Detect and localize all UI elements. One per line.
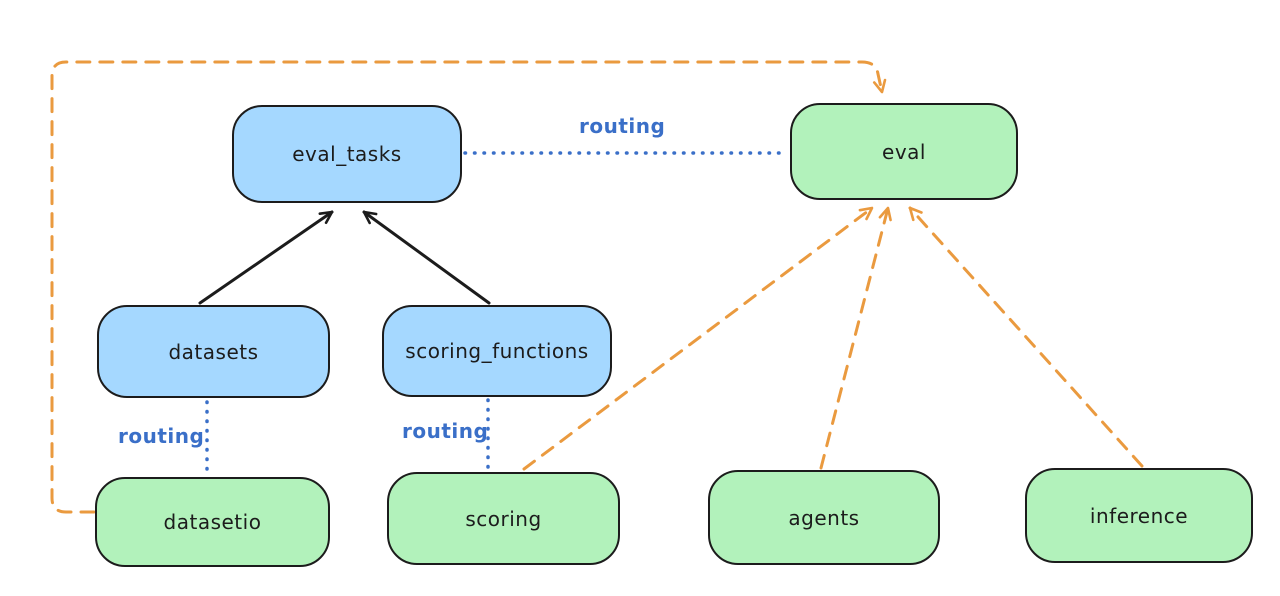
node-scoring: scoring [387, 472, 620, 565]
edge-label-routing-eval_tasks-eval: routing [579, 114, 666, 138]
node-label-datasetio: datasetio [163, 510, 262, 534]
node-label-scoring_functions: scoring_functions [405, 339, 589, 363]
edge-datasetio-to-eval-dashed [50, 60, 887, 514]
node-label-datasets: datasets [168, 339, 259, 364]
edge-datasets-to-eval_tasks [198, 210, 334, 305]
node-eval: eval [790, 103, 1018, 200]
edge-inference-to-eval-dashed [908, 206, 1144, 468]
node-label-scoring: scoring [465, 506, 542, 531]
node-datasets: datasets [97, 305, 330, 398]
edge-label-routing-scoring_functions-scoring: routing [402, 419, 489, 443]
node-inference: inference [1025, 468, 1253, 563]
node-label-inference: inference [1089, 503, 1189, 528]
edge-scoring_functions-to-eval_tasks [362, 210, 491, 305]
edge-agents-to-eval-dashed [819, 206, 892, 470]
node-datasetio: datasetio [95, 477, 330, 567]
edge-scoring-to-eval-dashed [522, 206, 874, 471]
node-agents: agents [708, 470, 940, 565]
node-label-eval: eval [882, 139, 926, 164]
node-scoring_functions: scoring_functions [382, 305, 612, 397]
node-label-agents: agents [788, 505, 860, 530]
node-label-eval_tasks: eval_tasks [292, 142, 402, 166]
node-eval_tasks: eval_tasks [232, 105, 462, 203]
edge-label-routing-datasets-datasetio: routing [118, 424, 205, 448]
